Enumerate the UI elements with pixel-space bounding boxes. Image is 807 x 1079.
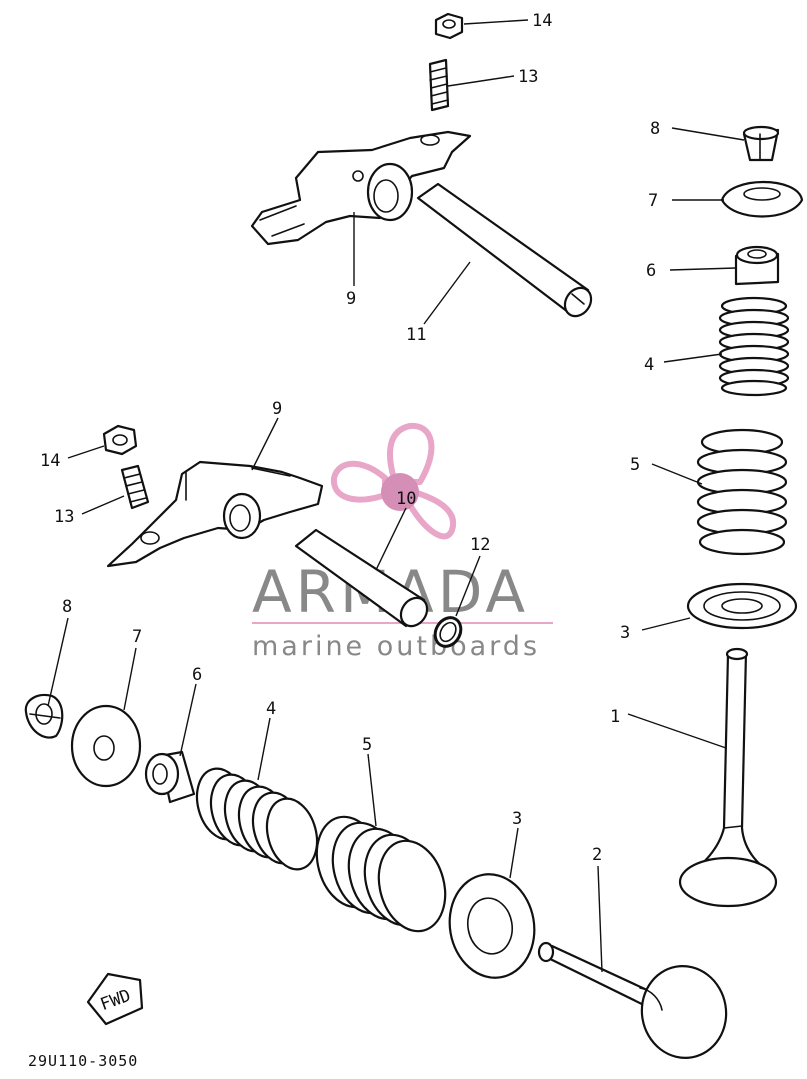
callout-6-right: 6 [646, 261, 656, 281]
callout-4-left: 4 [266, 699, 276, 719]
part-9-rocker-arm-upper [250, 130, 472, 246]
propeller-hub [381, 473, 419, 511]
callout-13-lower: 13 [54, 507, 74, 527]
part-13-adjuster-screw-lower [120, 464, 150, 510]
callout-1: 1 [610, 707, 620, 727]
watermark-tagline: marine outboards [252, 631, 540, 662]
callout-2: 2 [592, 845, 602, 865]
callout-3-right: 3 [620, 623, 630, 643]
part-13-adjuster-screw-upper [428, 58, 450, 112]
callout-6-left: 6 [192, 665, 202, 685]
part-3-spring-seat-left [448, 873, 536, 979]
part-7-spring-retainer-right [720, 181, 804, 218]
leader-lines [47, 19, 745, 973]
callout-13-upper: 13 [518, 67, 538, 87]
part-5-outer-spring-right [696, 428, 788, 556]
part-6-valve-stem-seal-right [734, 245, 780, 286]
diagram-code: 29U110-3050 [28, 1052, 138, 1070]
callout-numbers: 14 13 9 11 8 7 6 4 5 3 1 9 14 13 10 12 8… [40, 11, 660, 865]
part-5-outer-spring-left [315, 815, 447, 933]
callout-11: 11 [406, 325, 426, 345]
callout-7-right: 7 [648, 191, 658, 211]
part-6-valve-stem-seal-left [144, 750, 196, 804]
part-8-valve-cotter-right [742, 125, 780, 162]
callout-7-left: 7 [132, 627, 142, 647]
callout-5-left: 5 [362, 735, 372, 755]
propeller-logo-icon [330, 422, 457, 540]
callout-8-left: 8 [62, 597, 72, 617]
callout-5-right: 5 [630, 455, 640, 475]
callout-9-upper: 9 [346, 289, 356, 309]
part-4-inner-spring-left [195, 767, 319, 871]
part-3-spring-seat-right [686, 582, 798, 630]
callout-10: 10 [396, 489, 416, 509]
callout-3-left: 3 [512, 809, 522, 829]
callout-14-lower: 14 [40, 451, 60, 471]
callout-9-lower: 9 [272, 399, 282, 419]
part-2-valve [537, 941, 728, 1059]
part-14-nut-upper [434, 12, 464, 40]
fwd-arrow-icon: FWD [86, 972, 144, 1026]
part-10-rocker-shaft [294, 528, 429, 628]
part-7-spring-retainer-left [70, 704, 142, 788]
callout-12: 12 [470, 535, 490, 555]
callout-8-right: 8 [650, 119, 660, 139]
callout-14-upper: 14 [532, 11, 552, 31]
part-11-rocker-shaft [416, 182, 593, 318]
part-9-rocker-arm-lower [106, 460, 324, 568]
part-12-o-ring [433, 616, 463, 648]
part-14-nut-lower [102, 424, 138, 456]
part-8-valve-cotter-left [24, 693, 64, 739]
part-1-valve [678, 647, 778, 908]
callout-4-right: 4 [644, 355, 654, 375]
part-4-inner-spring-right [718, 296, 790, 397]
